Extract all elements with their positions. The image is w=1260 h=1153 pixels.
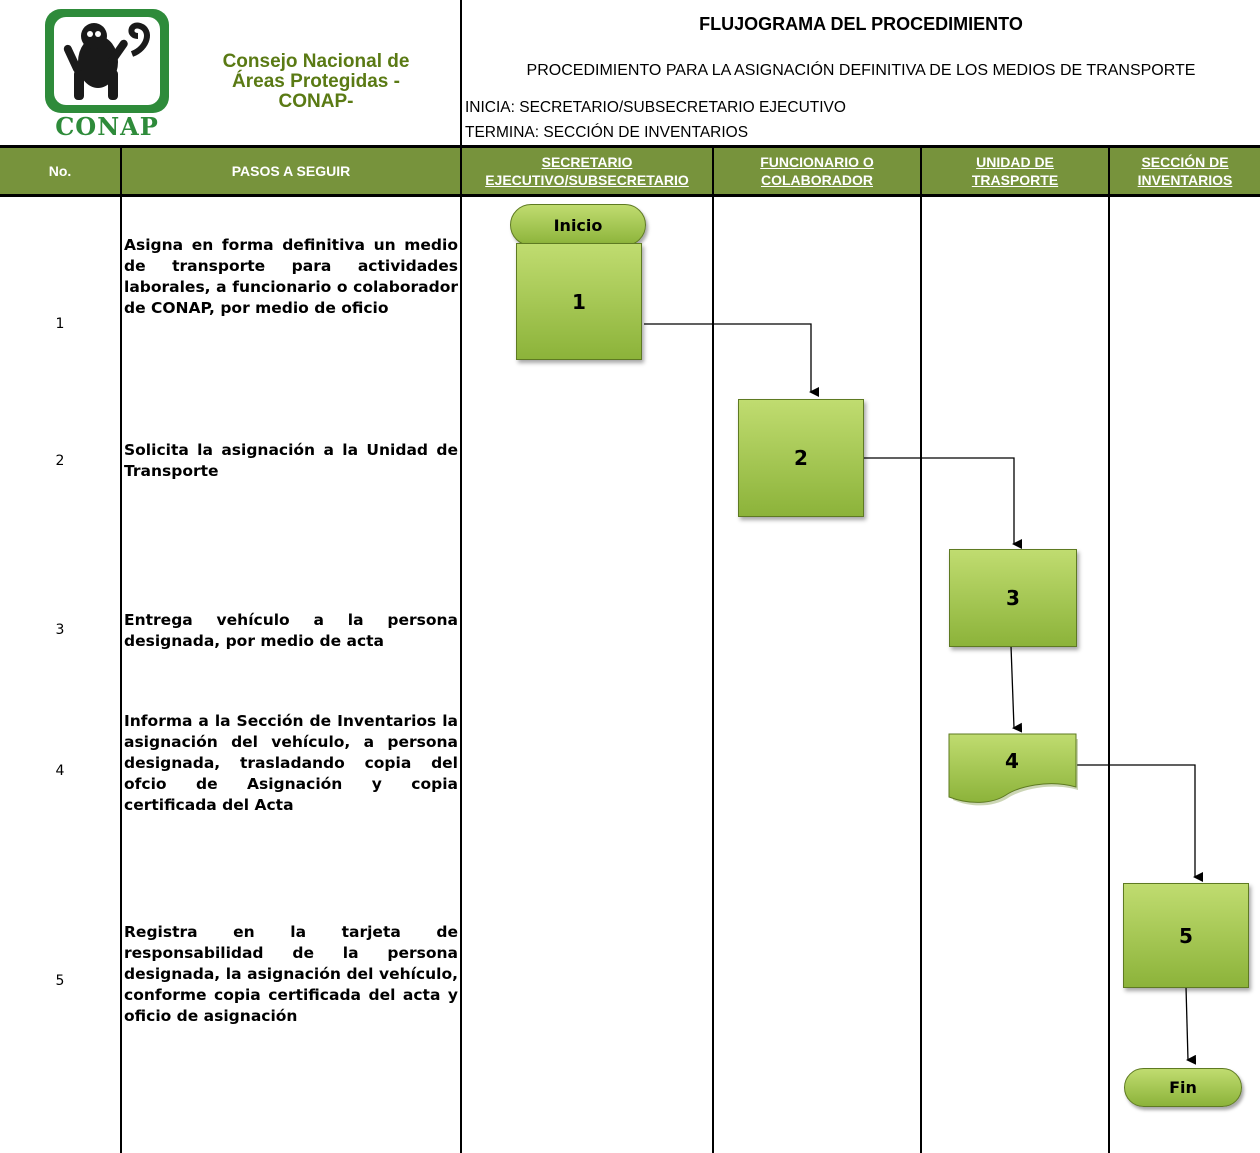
procedure-subtitle: PROCEDIMIENTO PARA LA ASIGNACIÓN DEFINIT… [526, 62, 1196, 79]
column-divider-funcionario [920, 148, 922, 1153]
process-box: 3 [949, 549, 1077, 647]
column-divider-unidad [1108, 148, 1110, 1153]
column-header-unidad-line1: UNIDAD DE [976, 154, 1054, 170]
process-box: 1 [516, 243, 642, 360]
step-number: 3 [55, 622, 65, 638]
column-header-secretario-line1: SECRETARIO [541, 154, 633, 170]
column-header-band [0, 148, 1260, 194]
step-description: Entrega vehículo a la persona designada,… [124, 611, 458, 650]
process-box: 5 [1123, 883, 1249, 988]
column-header-steps: PASOS A SEGUIR [231, 163, 351, 179]
process-box: 2 [738, 399, 864, 517]
organization-name: Consejo Nacional de Áreas Protegidas - C… [196, 52, 436, 112]
column-header-secretario: SECRETARIO EJECUTIVO/SUBSECRETARIO [462, 148, 712, 194]
column-header-inventarios-line2: INVENTARIOS [1137, 172, 1233, 188]
connector-1-2 [644, 323, 819, 397]
org-line-2: Áreas Protegidas - [232, 71, 400, 92]
step-description: Informa a la Sección de Inventarios la a… [124, 712, 458, 814]
end-terminal: Fin [1124, 1068, 1242, 1107]
column-header-bottom-border [0, 194, 1260, 197]
column-header-unidad-transporte: UNIDAD DE TRASPORTE [922, 148, 1108, 194]
connector-4-5 [1077, 764, 1203, 882]
document-shape-label: 4 [1005, 749, 1019, 773]
header-divider [0, 145, 1260, 148]
logo-text: CONAP [55, 112, 159, 141]
monkey-logo-icon [45, 9, 169, 113]
document-shape-outline [948, 733, 1078, 806]
column-header-inventarios-line1: SECCIÓN DE [1141, 154, 1229, 170]
org-line-3: CONAP- [278, 91, 354, 112]
conap-logo: CONAP [44, 8, 170, 141]
connector-3-4 [1010, 645, 1023, 733]
step-description: Asigna en forma definitiva un medio de t… [124, 236, 458, 317]
column-divider-secretario [712, 148, 714, 1153]
org-line-1: Consejo Nacional de [222, 51, 410, 72]
step-description: Registra en la tarjeta de responsabilida… [124, 923, 458, 1025]
column-header-inventarios: SECCIÓN DE INVENTARIOS [1110, 148, 1260, 194]
column-header-no: No. [48, 163, 72, 179]
column-divider-steps [460, 148, 462, 1153]
connector-2-3 [864, 457, 1022, 549]
column-divider-no [120, 148, 122, 1153]
column-header-funcionario: FUNCIONARIO O COLABORADOR [714, 148, 920, 194]
step-description: Solicita la asignación a la Unidad de Tr… [124, 441, 458, 480]
connector-5-fin [1185, 986, 1197, 1065]
column-header-funcionario-line2: COLABORADOR [761, 172, 873, 188]
inicia-label: INICIA: SECRETARIO/SUBSECRETARIO EJECUTI… [465, 99, 846, 116]
step-number: 1 [55, 316, 65, 332]
step-number: 5 [55, 973, 65, 989]
column-header-unidad-line2: TRASPORTE [971, 172, 1059, 188]
start-terminal: Inicio [510, 204, 646, 246]
termina-label: TERMINA: SECCIÓN DE INVENTARIOS [465, 124, 749, 141]
column-header-secretario-line2: EJECUTIVO/SUBSECRETARIO [485, 172, 689, 188]
title-block-divider [460, 0, 462, 148]
step-number: 4 [55, 763, 65, 779]
page-title: FLUJOGRAMA DEL PROCEDIMIENTO [699, 14, 1023, 34]
document-shape: 4 [948, 733, 1079, 806]
column-header-funcionario-line1: FUNCIONARIO O [760, 154, 874, 170]
step-number: 2 [55, 453, 65, 469]
